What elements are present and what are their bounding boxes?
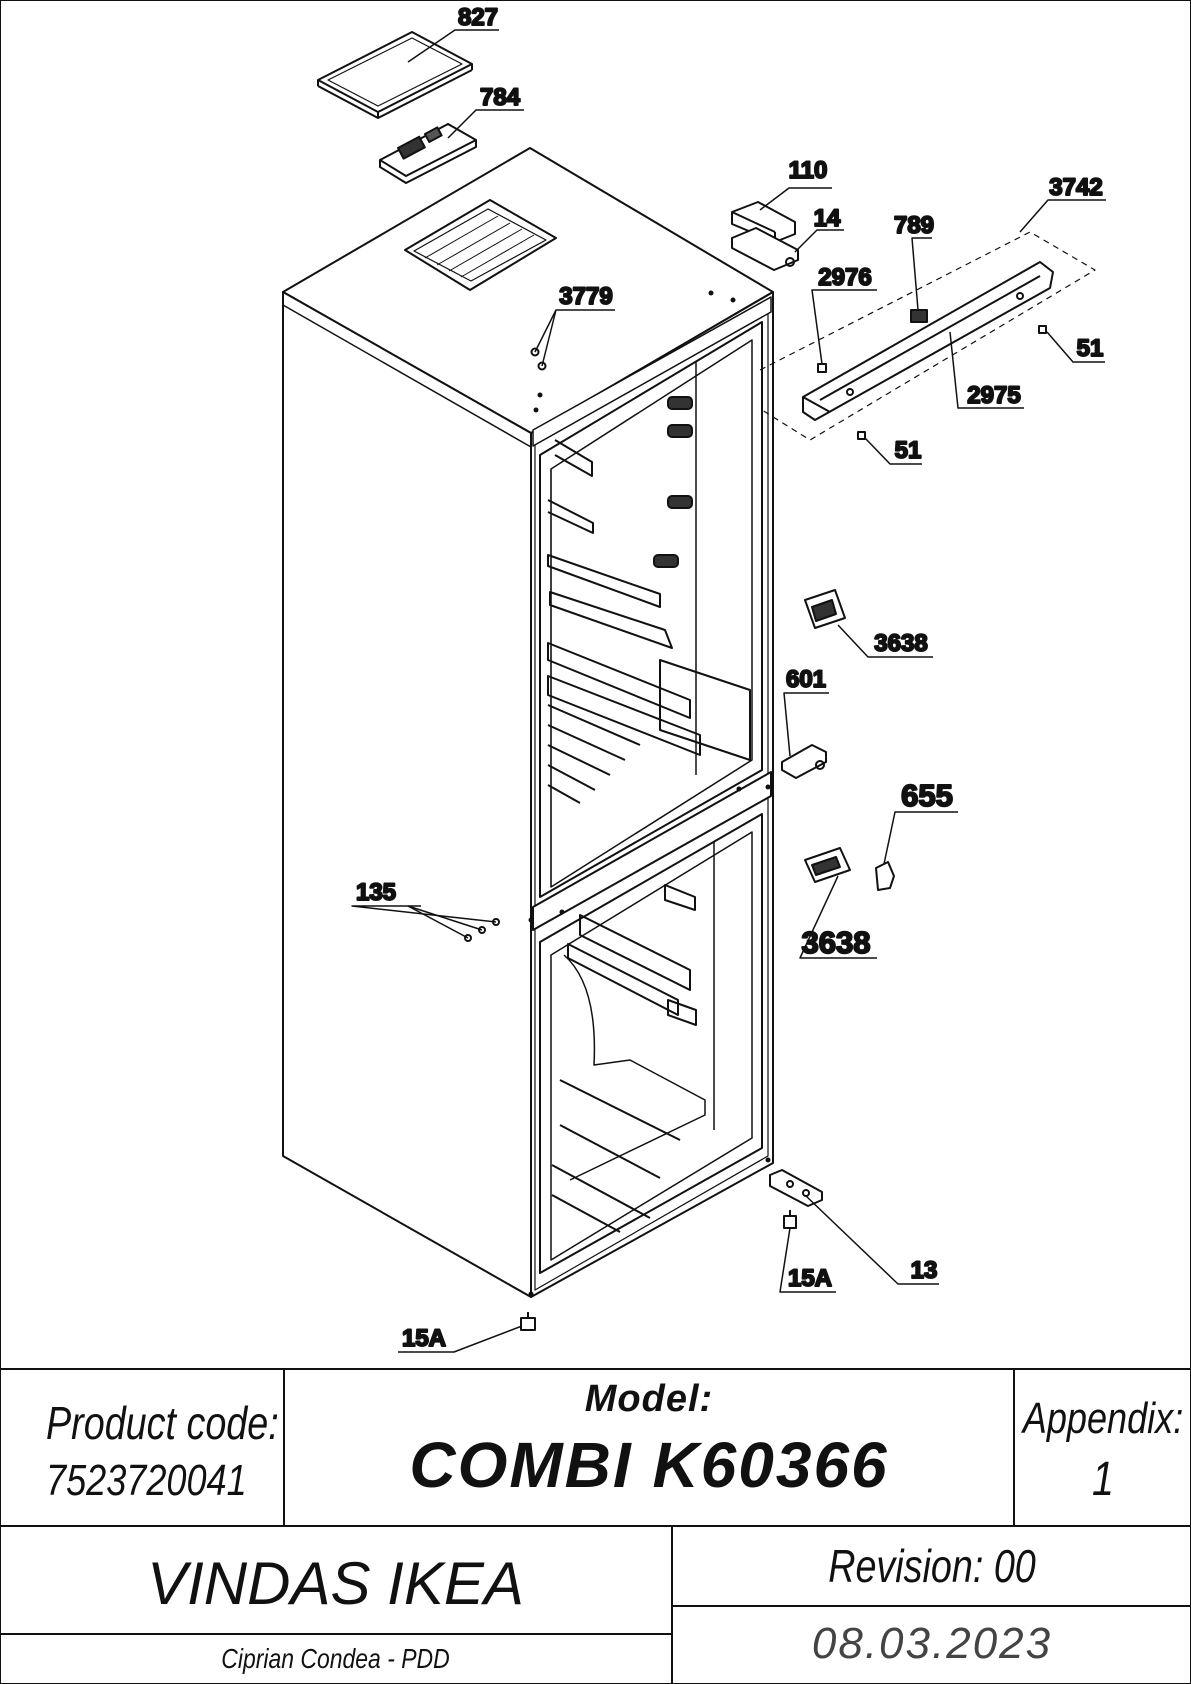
part-110-hinge-cover (731, 201, 796, 243)
cabinet-body (282, 147, 774, 1298)
title-block: Product code: 7523720041 Model: COMBI K6… (0, 1368, 1191, 1684)
label-3638-bottom: 3638 (802, 925, 871, 960)
label-13: 13 (911, 1257, 938, 1284)
label-14: 14 (814, 205, 841, 232)
part-14-upper-hinge (731, 227, 799, 271)
leader-lines (351, 29, 1106, 1353)
part-655-plug (875, 861, 895, 891)
model-value: COMBI K60366 (409, 1429, 889, 1501)
part-51-right (1038, 325, 1047, 334)
part-827-cover (317, 31, 473, 119)
label-51-low: 51 (895, 437, 922, 464)
author-cell: Ciprian Condea - PDD (0, 1633, 673, 1684)
part-2976-clip (817, 363, 827, 373)
label-3638-top: 3638 (874, 630, 927, 657)
part-784-board (379, 123, 477, 184)
product-name: VINDAS IKEA (147, 1550, 524, 1617)
appendix-value: 1 (1092, 1453, 1114, 1506)
label-15A-left: 15A (402, 1325, 446, 1352)
product-code-cell: Product code: 7523720041 (0, 1368, 285, 1525)
label-784: 784 (480, 84, 521, 111)
part-15A-foot-left (520, 1312, 536, 1331)
part-3779-screws (530, 347, 547, 371)
part-2975-front-rail (802, 261, 1054, 421)
label-110: 110 (789, 157, 828, 184)
label-655: 655 (901, 778, 953, 813)
revision-cell: Revision: 00 (673, 1525, 1191, 1605)
part-3638-upper-lamp (804, 589, 846, 629)
label-2975: 2975 (967, 382, 1020, 409)
label-789: 789 (894, 212, 934, 239)
part-789-switch (910, 309, 928, 323)
part-15A-foot-right (783, 1210, 797, 1229)
part-3638-lower-lamp (804, 847, 851, 883)
model-cell: Model: COMBI K60366 (285, 1368, 1015, 1525)
product-name-cell: VINDAS IKEA (0, 1525, 673, 1633)
exploded-view-diagram: 827 784 110 14 3742 789 2976 3779 51 297… (282, 3, 1106, 1353)
part-3742-assembly-boundary (759, 231, 1096, 441)
date-text: 08.03.2023 (811, 1619, 1053, 1668)
label-601: 601 (786, 666, 826, 693)
model-label: Model: (584, 1378, 714, 1420)
label-827: 827 (458, 4, 498, 31)
date-cell: 08.03.2023 (673, 1605, 1191, 1684)
product-code-label: Product code: (46, 1397, 279, 1449)
label-135: 135 (356, 879, 396, 906)
label-51-right: 51 (1077, 335, 1104, 362)
appendix-label: Appendix: (1022, 1394, 1184, 1443)
label-15A-right: 15A (788, 1265, 832, 1292)
part-13-lower-hinge (769, 1169, 823, 1207)
revision-text: Revision: 00 (828, 1540, 1036, 1592)
part-601-middle-hinge (781, 744, 827, 779)
product-code-value: 7523720041 (46, 1456, 247, 1505)
label-2976: 2976 (818, 264, 871, 291)
appendix-cell: Appendix: 1 (1015, 1368, 1191, 1525)
label-3742: 3742 (1049, 174, 1102, 201)
label-3779: 3779 (559, 283, 612, 310)
author-text: Ciprian Condea - PDD (221, 1643, 450, 1674)
part-51-low (857, 431, 866, 440)
